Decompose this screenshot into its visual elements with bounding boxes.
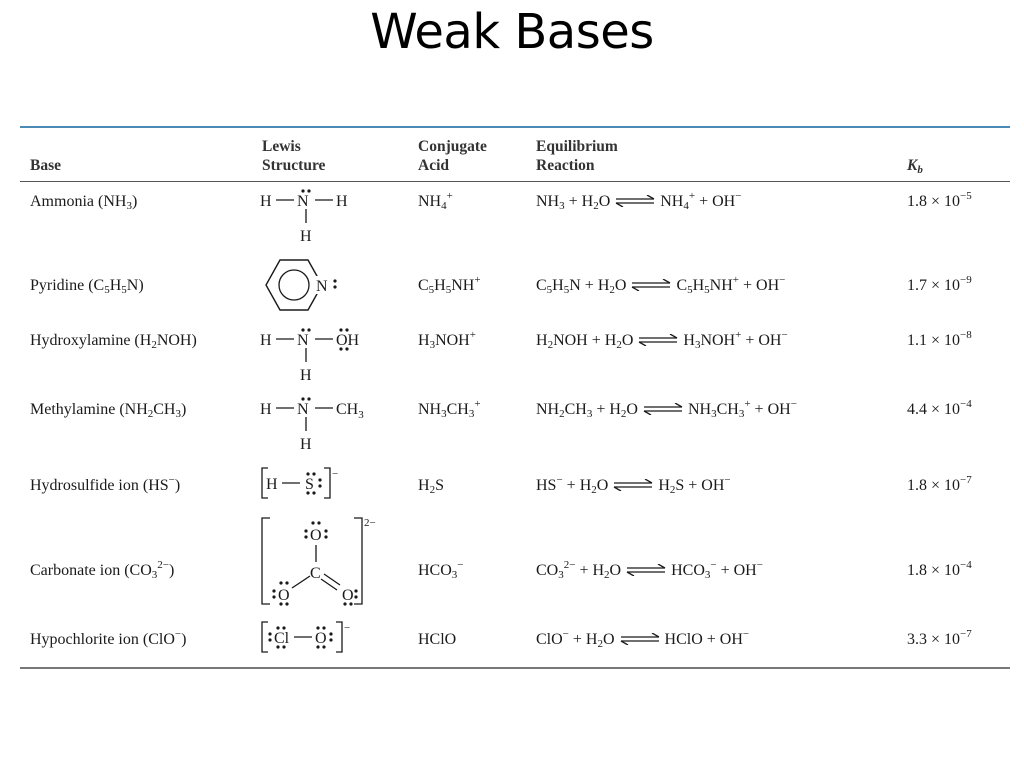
lewis-hydroxyl: OH — [336, 332, 360, 349]
base-cell: Hypochlorite ion (ClO−) — [30, 628, 187, 649]
reactants: H2NOH + H2O — [536, 332, 634, 351]
header-kb: Kb — [907, 157, 923, 176]
products: NH4+ + OH− — [660, 190, 742, 212]
reactants: NH3 + H2O — [536, 193, 611, 212]
lewis-methyl: CH3 — [336, 401, 364, 421]
products: HClO + OH− — [664, 628, 750, 649]
base-cell: Hydrosulfide ion (HS−) — [30, 474, 181, 495]
lewis-atom-cl: Cl — [274, 630, 290, 647]
conjugate-acid-cell: NH3CH3+ — [418, 398, 481, 420]
lewis-atom-h: H — [260, 193, 272, 210]
lewis-atom-s: S — [305, 476, 314, 493]
equilibrium-arrow-icon — [632, 278, 671, 292]
conjugate-acid-cell: C5H5NH+ — [418, 274, 481, 296]
equilibrium-arrow-icon — [643, 402, 683, 416]
hydroxylamine-lewis-structure: H N OH H — [260, 328, 360, 384]
header-equilibrium-line1: Equilibrium — [536, 138, 618, 155]
conjugate-acid-cell: HCO3− — [418, 559, 464, 581]
equilibrium-reaction-cell: NH3 + H2O NH4+ + OH− — [536, 190, 742, 212]
equilibrium-arrow-icon — [626, 563, 666, 577]
lewis-atom-o: O — [310, 527, 322, 544]
lewis-atom-h: H — [336, 193, 348, 210]
reactants: HS− + H2O — [536, 474, 609, 496]
equilibrium-reaction-cell: C5H5N + H2O C5H5NH+ + OH− — [536, 274, 786, 296]
lewis-atom-h: H — [300, 367, 312, 384]
equilibrium-arrow-icon — [620, 632, 659, 646]
table-header-rule — [20, 181, 1010, 182]
equilibrium-arrow-icon — [613, 478, 653, 492]
table-top-rule — [20, 126, 1010, 128]
kb-value-cell: 3.3 × 10−7 — [907, 628, 972, 649]
lewis-atom-o: O — [315, 630, 327, 647]
reactants: CO32− + H2O — [536, 559, 622, 581]
conjugate-acid-cell: HClO — [418, 631, 457, 648]
equilibrium-reaction-cell: HS− + H2O H2S + OH− — [536, 474, 731, 496]
base-cell: Methylamine (NH2CH3) — [30, 401, 187, 420]
lewis-atom-h: H — [266, 476, 278, 493]
lewis-atom-o: O — [342, 587, 354, 604]
header-equilibrium-line2: Reaction — [536, 157, 595, 174]
products: H2S + OH− — [658, 474, 731, 496]
lewis-atom-c: C — [310, 565, 321, 582]
lewis-atom-h: H — [260, 401, 272, 418]
lewis-atom-n: N — [297, 332, 309, 349]
products: C5H5NH+ + OH− — [676, 274, 786, 296]
base-cell: Hydroxylamine (H2NOH) — [30, 332, 197, 351]
methylamine-lewis-structure: H N CH3 H — [260, 397, 364, 453]
lewis-atom-h: H — [260, 332, 272, 349]
header-kb-main: K — [907, 157, 918, 174]
ammonia-lewis-structure: H N H H — [260, 189, 348, 245]
header-lewis-line2: Structure — [262, 157, 326, 174]
lewis-atom-o: O — [278, 587, 290, 604]
lewis-atom-n: N — [297, 401, 309, 418]
equilibrium-reaction-cell: NH2CH3 + H2O NH3CH3+ + OH− — [536, 398, 797, 420]
kb-value-cell: 1.1 × 10−8 — [907, 329, 972, 350]
hydrosulfide-lewis-structure: H S − — [261, 467, 338, 499]
table-bottom-rule — [20, 667, 1010, 669]
pyridine-n-atom: N — [316, 278, 328, 295]
header-base: Base — [30, 157, 61, 174]
equilibrium-reaction-cell: ClO− + H2O HClO + OH− — [536, 628, 750, 650]
header-conjugate-line1: Conjugate — [418, 138, 487, 155]
kb-value-cell: 1.8 × 10−7 — [907, 474, 972, 495]
header-conjugate-line2: Acid — [418, 157, 449, 174]
equilibrium-arrow-icon — [615, 194, 655, 208]
lewis-atom-h: H — [300, 228, 312, 245]
products: H3NOH+ + OH− — [683, 329, 788, 351]
kb-value-cell: 1.7 × 10−9 — [907, 274, 972, 295]
conjugate-acid-cell: NH4+ — [418, 190, 453, 212]
lewis-atom-n: N — [297, 193, 309, 210]
base-cell: Pyridine (C5H5N) — [30, 277, 144, 296]
lewis-charge: − — [344, 622, 350, 634]
kb-value-cell: 1.8 × 10−4 — [907, 559, 972, 580]
header-kb-sub: b — [917, 164, 923, 176]
base-cell: Carbonate ion (CO32−) — [30, 559, 175, 581]
lewis-atom-h: H — [300, 436, 312, 453]
base-cell: Ammonia (NH3) — [30, 193, 138, 212]
header-lewis-line1: Lewis — [262, 138, 301, 155]
reactants: NH2CH3 + H2O — [536, 401, 638, 420]
kb-value-cell: 1.8 × 10−5 — [907, 190, 972, 211]
products: NH3CH3+ + OH− — [687, 398, 797, 420]
equilibrium-arrow-icon — [639, 333, 678, 347]
reactants: ClO− + H2O — [536, 628, 615, 650]
products: HCO3− + OH− — [671, 559, 763, 581]
reactants: C5H5N + H2O — [536, 277, 627, 296]
lewis-charge: − — [332, 468, 338, 480]
carbonate-lewis-structure: 2− O C O O — [261, 517, 376, 606]
conjugate-acid-cell: H2S — [418, 477, 444, 496]
lewis-charge: 2− — [364, 517, 376, 529]
equilibrium-reaction-cell: H2NOH + H2O H3NOH+ + OH− — [536, 329, 788, 351]
hypochlorite-lewis-structure: Cl O − — [261, 621, 350, 653]
conjugate-acid-cell: H3NOH+ — [418, 329, 476, 351]
kb-value-cell: 4.4 × 10−4 — [907, 398, 972, 419]
slide-title: Weak Bases — [370, 4, 654, 60]
equilibrium-reaction-cell: CO32− + H2O HCO3− + OH− — [536, 559, 763, 581]
pyridine-lewis-structure: N — [265, 259, 337, 311]
